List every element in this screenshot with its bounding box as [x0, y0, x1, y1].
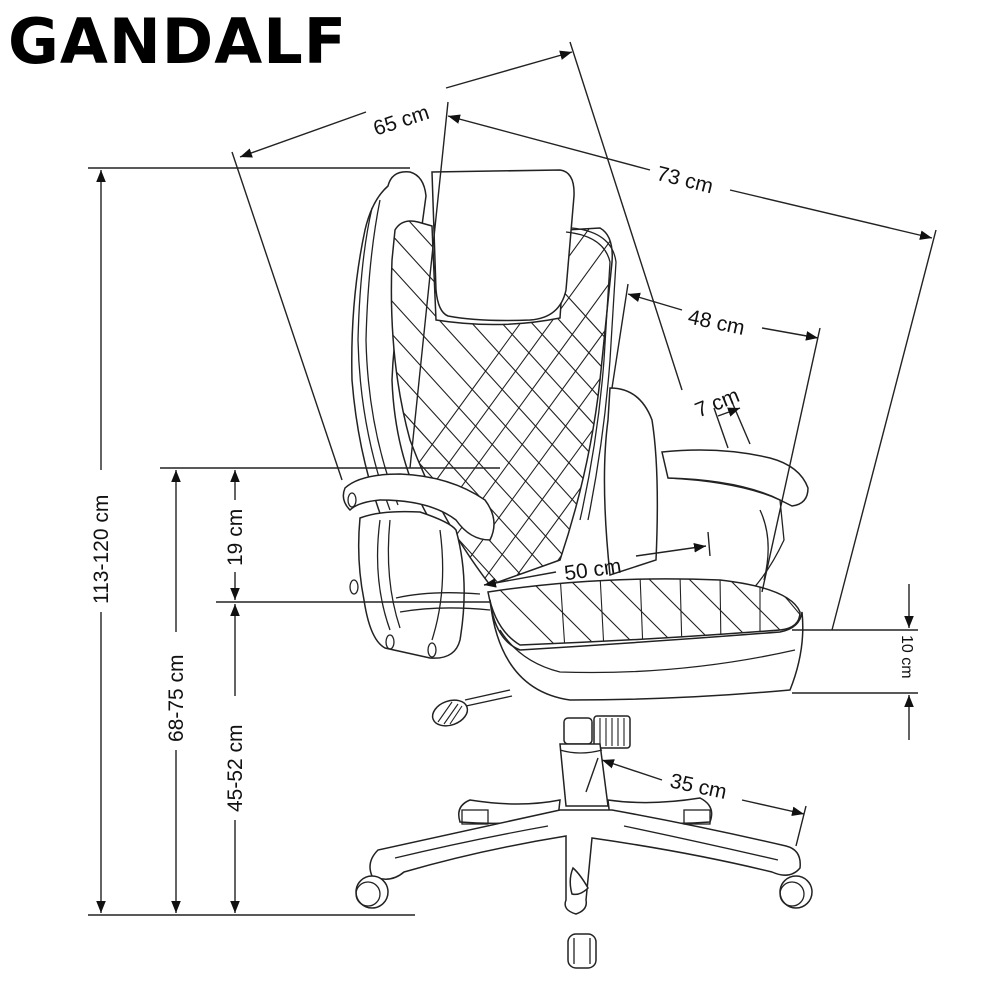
- dim-label-19: 19 cm: [224, 509, 247, 566]
- quilted-seat-pattern: [488, 578, 800, 645]
- dim-label-73: 73 cm: [654, 162, 715, 198]
- dim-label-65: 65 cm: [371, 101, 432, 141]
- dim-label-10: 10 cm: [898, 635, 915, 679]
- dim-label-68-75: 68-75 cm: [165, 654, 188, 742]
- dimension-lines: [88, 41, 937, 916]
- dim-label-48: 48 cm: [686, 306, 747, 340]
- dim-label-45-52: 45-52 cm: [224, 724, 247, 812]
- dim-label-113-120: 113-120 cm: [90, 495, 113, 604]
- product-title: GANDALF: [8, 5, 348, 78]
- chair-illustration: [342, 169, 813, 969]
